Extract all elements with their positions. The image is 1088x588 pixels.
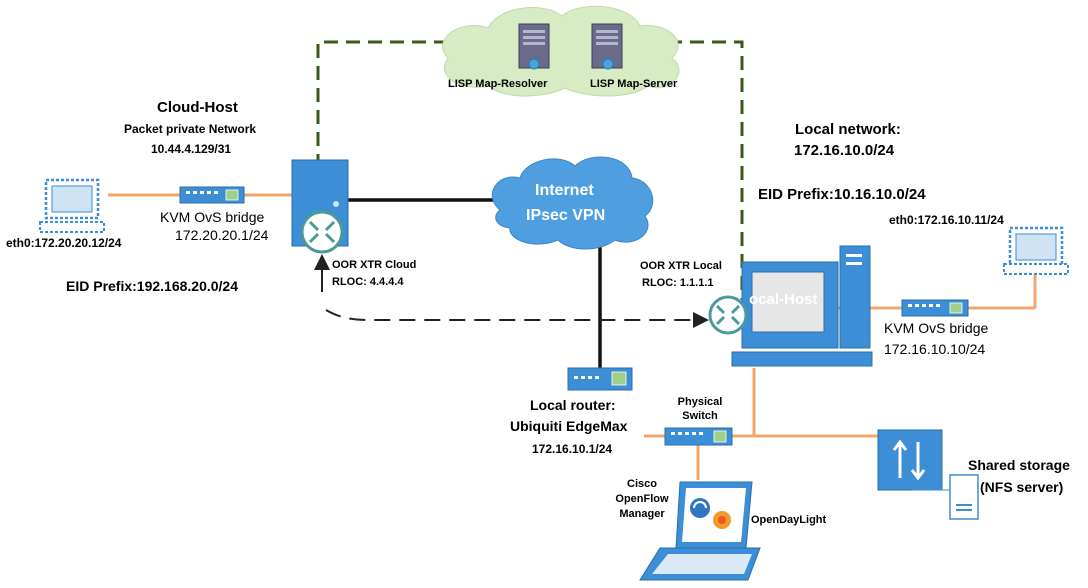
nfs-server-icon — [949, 474, 979, 520]
controller-label-3: Manager — [619, 508, 665, 520]
local-host-label: ocal-Host — [749, 291, 818, 308]
local-router-ip: 172.16.10.1/24 — [532, 442, 613, 456]
local-network-ip: 172.16.10.0/24 — [794, 142, 895, 159]
oor-xtr-cloud-rloc: RLOC: 4.4.4.4 — [332, 276, 404, 288]
physical-switch-icon — [664, 427, 733, 446]
map-server-label: LISP Map-Server — [590, 78, 678, 90]
shared-storage-label: Shared storage — [968, 457, 1070, 473]
local-workstation-eth-label: eth0:172.16.10.11/24 — [889, 213, 1004, 227]
lisp-control-plane-link — [316, 40, 744, 300]
cloud-workstation-eth-label: eth0:172.20.20.12/24 — [6, 236, 122, 250]
internet-cloud — [491, 156, 654, 250]
map-server-server-icon — [591, 23, 623, 70]
cloud-ovs-bridge-icon — [179, 186, 245, 204]
cloud-bridge-ip: 172.20.20.1/24 — [175, 227, 269, 243]
local-workstation-monitor-icon — [1003, 226, 1069, 275]
cloud-host-network-label: Packet private Network — [124, 122, 257, 136]
cloud-bridge-name: KVM OvS bridge — [160, 209, 265, 225]
local-router-model: Ubiquiti EdgeMax — [510, 418, 628, 434]
map-resolver-server-icon — [518, 23, 550, 70]
cloud-host-title: Cloud-Host — [157, 99, 238, 116]
lisp-data-tunnel-arrow — [314, 254, 709, 328]
internet-label: Internet — [535, 182, 594, 199]
wan-links — [348, 198, 602, 368]
cloud-workstation-monitor-icon — [39, 178, 105, 233]
local-bridge-ip: 172.16.10.10/24 — [884, 341, 986, 357]
oor-xtr-local-rloc: RLOC: 1.1.1.1 — [642, 277, 714, 289]
ipsec-vpn-label: IPsec VPN — [526, 207, 606, 224]
local-router-icon — [567, 367, 633, 391]
local-host-computer-icon — [731, 245, 873, 367]
controller-label-2: OpenFlow — [615, 493, 669, 505]
oor-xtr-cloud-router-icon — [300, 210, 344, 254]
local-network-title: Local network: — [795, 121, 901, 138]
oor-xtr-local-router-icon — [708, 295, 748, 335]
oor-xtr-local-label: OOR XTR Local — [640, 260, 722, 272]
physical-switch-label-2: Switch — [682, 410, 718, 422]
local-ovs-bridge-icon — [901, 299, 969, 317]
controller-label-1: Cisco — [627, 478, 657, 490]
opendaylight-label: OpenDayLight — [751, 514, 827, 526]
nfs-server-label: (NFS server) — [980, 479, 1064, 495]
local-bridge-name: KVM OvS bridge — [884, 320, 989, 336]
oor-xtr-cloud-label: OOR XTR Cloud — [332, 259, 417, 271]
map-resolver-label: LISP Map-Resolver — [448, 78, 548, 90]
local-eid-prefix: EID Prefix:10.16.10.0/24 — [758, 186, 926, 203]
local-router-title: Local router: — [530, 397, 616, 413]
controller-laptop-icon — [639, 481, 761, 581]
cloud-eid-prefix: EID Prefix:192.168.20.0/24 — [66, 278, 239, 294]
shared-storage-icon — [877, 429, 975, 491]
physical-switch-label-1: Physical — [677, 396, 723, 408]
cloud-host-network-ip: 10.44.4.129/31 — [151, 142, 232, 156]
